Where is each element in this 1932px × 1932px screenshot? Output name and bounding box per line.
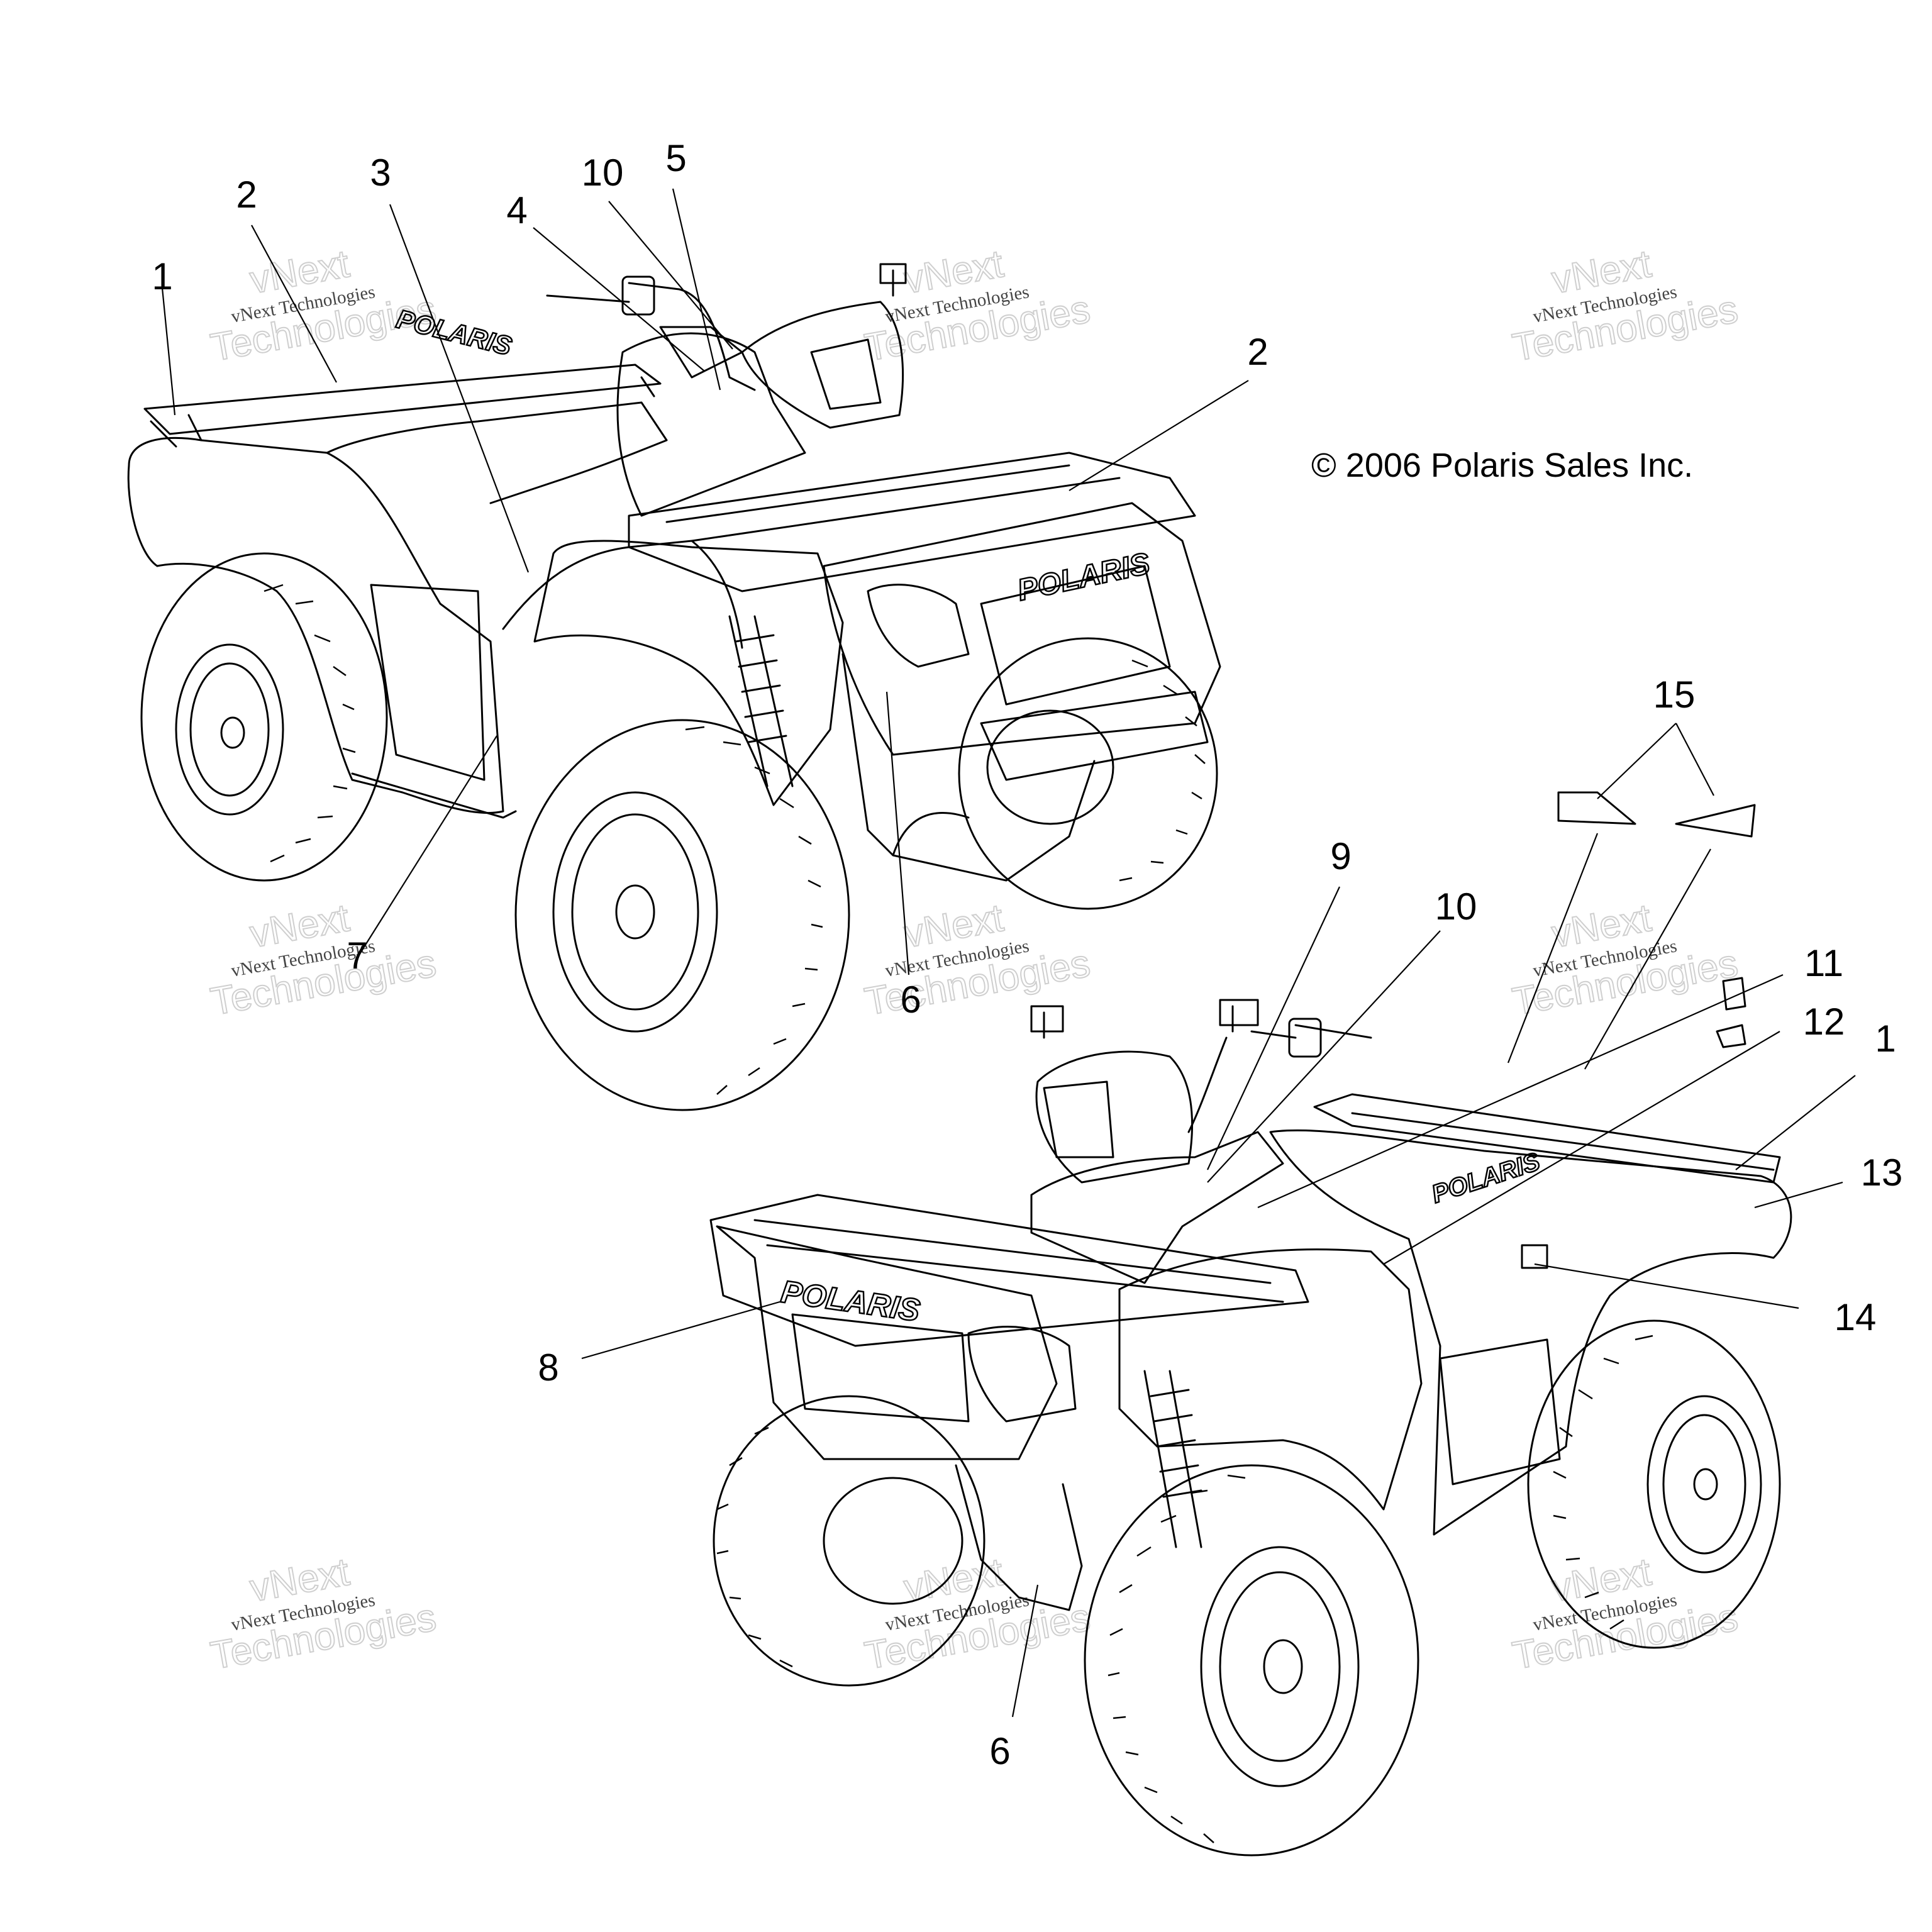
atv-top-handlebars [546, 263, 907, 429]
callout-13: 13 [1861, 1152, 1903, 1194]
callout-9: 9 [1330, 835, 1351, 877]
watermark: vNext vNext Technologies Technologies [1509, 242, 1741, 370]
atv-bottom-rear-rack [1313, 1093, 1781, 1184]
atv-bottom-front-wheel-right [1084, 1464, 1419, 1857]
leader-lines [161, 188, 1856, 1718]
watermark: vNext vNext Technologies Technologies [1509, 1550, 1741, 1679]
callout-6: 6 [900, 979, 921, 1021]
atv-top-rear-fender [127, 436, 504, 814]
callout-7: 7 [347, 935, 367, 977]
callout-2: 2 [1247, 331, 1268, 373]
callout-5: 5 [665, 137, 686, 179]
atv-top-front-wheel-right [958, 637, 1218, 910]
callout-12: 12 [1803, 1001, 1845, 1043]
callout-15: 15 [1653, 674, 1696, 716]
atv-bottom-handlebars [1030, 999, 1372, 1184]
watermark: vNext vNext Technologies Technologies [207, 896, 440, 1024]
callout-14: 14 [1835, 1296, 1877, 1338]
atv-bottom-front-rack [709, 1194, 1309, 1347]
callout-2: 2 [236, 174, 257, 216]
callout-6: 6 [989, 1730, 1010, 1772]
svg-text:POLARIS: POLARIS [394, 304, 515, 361]
callout-1: 1 [1875, 1018, 1896, 1060]
decal-12 [1716, 1024, 1746, 1048]
callout-1: 1 [152, 255, 172, 297]
atv-top-front-logo: POLARIS [1014, 546, 1153, 608]
atv-top-front-wheel-left [514, 719, 850, 1111]
callout-10: 10 [582, 152, 624, 194]
atv-top-rear-wheel [140, 552, 388, 882]
svg-text:POLARIS: POLARIS [1428, 1148, 1543, 1209]
callout-8: 8 [538, 1346, 558, 1389]
atv-top-side-decal: POLARIS [393, 303, 516, 362]
copyright-notice: © 2006 Polaris Sales Inc. [1311, 447, 1693, 484]
callout-10: 10 [1435, 886, 1477, 928]
atv-top-rear-rack [143, 364, 662, 448]
atv-top-front-rack [628, 452, 1196, 592]
svg-text:POLARIS: POLARIS [1014, 547, 1153, 608]
atv-bottom-side-decal: POLARIS [1428, 1146, 1544, 1209]
callout-11: 11 [1804, 942, 1843, 984]
watermark: vNext vNext Technologies Technologies [207, 1550, 440, 1679]
callout-labels: 1 2 3 4 10 5 2 7 6 15 9 10 11 12 1 13 14… [152, 137, 1902, 1772]
watermark: vNext vNext Technologies Technologies [861, 242, 1094, 370]
callout-4: 4 [506, 189, 527, 231]
watermark: vNext vNext Technologies Technologies [1509, 896, 1741, 1024]
atv-bottom-rear-wheel [1527, 1319, 1781, 1649]
atv-bottom-front-wheel-left [713, 1395, 985, 1687]
decal-15-triangles [1557, 791, 1756, 838]
callout-3: 3 [370, 152, 391, 194]
